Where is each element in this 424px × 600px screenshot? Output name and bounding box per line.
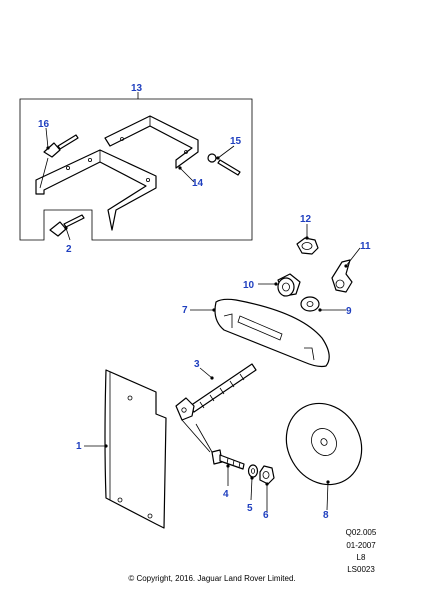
- rivet-16: [39, 134, 79, 189]
- wing-nut-11: [331, 259, 353, 293]
- bracket-14: [104, 115, 199, 169]
- callout-1: 1: [76, 441, 82, 452]
- spacer-10: [277, 273, 301, 297]
- rivet-15: [207, 153, 241, 176]
- washer-5: [247, 464, 259, 478]
- washer-9: [300, 296, 320, 312]
- callout-6: 6: [263, 510, 269, 521]
- bracket-plate-1: [104, 369, 167, 529]
- callout-4: 4: [223, 489, 229, 500]
- reference-line-2: 01-2007: [346, 541, 376, 550]
- callout-16: 16: [38, 119, 50, 130]
- callout-2: 2: [66, 244, 72, 255]
- reference-line-4: LS0023: [347, 565, 375, 574]
- callout-13: 13: [131, 83, 143, 94]
- callout-12: 12: [300, 214, 312, 225]
- leader-lines: [45, 92, 361, 512]
- reference-line-3: L8: [356, 553, 366, 562]
- disc-8: [285, 402, 363, 486]
- bracket-front: [35, 149, 157, 231]
- kit-box-outline: [19, 98, 253, 241]
- callout-14: 14: [192, 178, 204, 189]
- nut-12: [296, 237, 319, 255]
- callout-9: 9: [346, 306, 352, 317]
- callout-10: 10: [243, 280, 255, 291]
- mounting-plate-7: [214, 298, 330, 368]
- reference-line-1: Q02.005: [345, 528, 377, 537]
- callout-8: 8: [323, 510, 329, 521]
- rivet-2: [49, 214, 85, 237]
- nut-6: [259, 465, 275, 485]
- callout-11: 11: [360, 241, 371, 252]
- bolt-4: [211, 449, 245, 470]
- callout-3: 3: [194, 359, 200, 370]
- copyright-notice: © Copyright, 2016. Jaguar Land Rover Lim…: [128, 574, 296, 583]
- callout-15: 15: [230, 136, 242, 147]
- callout-5: 5: [247, 503, 253, 514]
- bolt-3: [175, 363, 257, 421]
- callout-7: 7: [182, 305, 188, 316]
